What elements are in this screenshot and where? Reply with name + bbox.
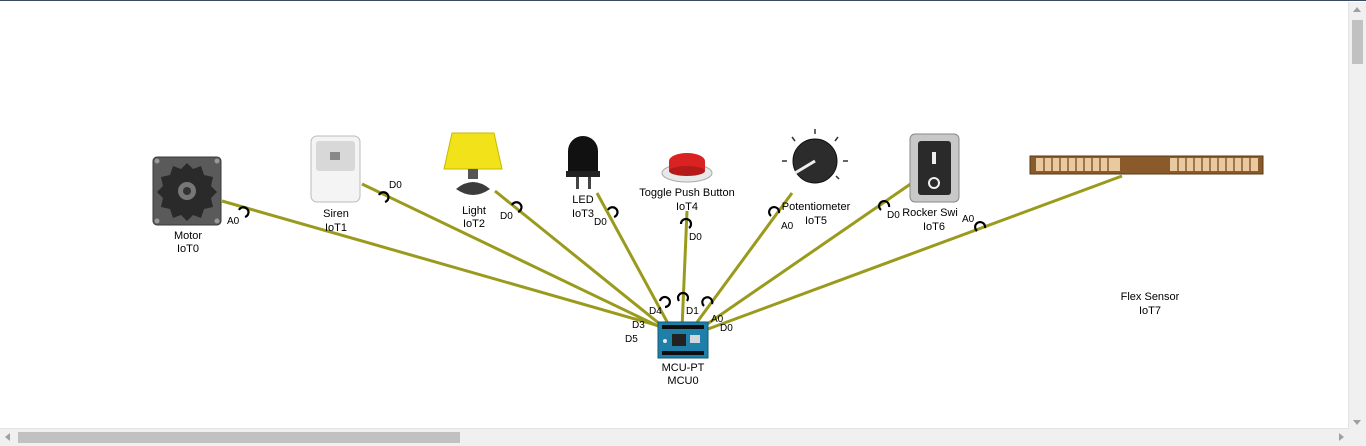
scroll-down-icon[interactable] [1353,420,1361,425]
mcu-port-d5: D5 [625,334,638,345]
light-port-label: D0 [500,211,513,222]
wire-flex[interactable] [707,174,1123,331]
connector-pot[interactable] [768,205,781,217]
mcu-port-a0: A0 [711,314,724,325]
mcu-port-d1: D1 [686,306,699,317]
device-rocker-switch[interactable]: Rocker Swi IoT6 D0 [887,133,960,233]
light-icon [443,132,503,195]
led-port-label: D0 [594,217,607,228]
rocker-id: IoT6 [923,221,945,233]
scroll-left-icon[interactable] [5,433,10,441]
vertical-scrollbar[interactable] [1348,2,1366,430]
wire-siren[interactable] [361,182,663,330]
wire-light[interactable] [494,189,667,331]
wire-led[interactable] [595,192,673,330]
mcu-name: MCU-PT [662,362,705,374]
mcu-port-d0: D0 [720,323,733,334]
siren-icon [310,135,361,203]
vertical-scroll-thumb[interactable] [1352,20,1363,64]
device-mcu[interactable]: MCU-PT MCU0 D4 D3 D5 D1 A0 D0 [625,306,733,387]
connector-light[interactable] [511,201,523,214]
device-motor[interactable]: Motor IoT0 A0 [152,156,240,255]
connector-siren[interactable] [378,191,390,204]
scroll-up-icon[interactable] [1353,7,1361,12]
light-id: IoT2 [463,218,485,230]
button-id: IoT4 [676,201,698,213]
motor-name: Motor [174,230,202,242]
led-name: LED [572,194,593,206]
device-flex-sensor[interactable]: Flex Sensor IoT7 A0 [962,155,1264,317]
connector-mcu-a0[interactable] [701,296,714,307]
push-button-icon [661,153,713,183]
wires [221,174,1123,331]
wire-pot[interactable] [690,192,794,330]
light-name: Light [462,205,486,217]
device-toggle-push-button[interactable]: Toggle Push Button IoT4 D0 [639,153,735,243]
connector-flex[interactable] [974,220,987,232]
mcu-board-icon [657,321,709,359]
wire-button[interactable] [680,210,689,330]
mcu-port-d3: D3 [632,320,645,331]
scroll-right-icon[interactable] [1339,433,1344,441]
scrollbar-corner [1349,429,1366,446]
device-siren[interactable]: Siren IoT1 D0 [310,135,402,234]
rocker-name: Rocker Swi [902,207,958,219]
potentiometer-icon [782,129,848,184]
pot-id: IoT5 [805,215,827,227]
button-port-label: D0 [689,232,702,243]
device-potentiometer[interactable]: Potentiometer IoT5 A0 [781,129,851,232]
button-name: Toggle Push Button [639,187,734,199]
motor-icon [152,156,222,226]
mcu-id: MCU0 [667,375,698,387]
siren-port-label: D0 [389,180,402,191]
device-led[interactable]: LED IoT3 D0 [566,136,607,228]
connectors [238,191,987,309]
pot-port-label: A0 [781,221,794,232]
pot-name: Potentiometer [782,201,851,213]
rocker-switch-icon [909,133,960,203]
motor-port-label: A0 [227,216,240,227]
flex-id: IoT7 [1139,305,1161,317]
flex-name: Flex Sensor [1121,291,1180,303]
flex-port-label: A0 [962,214,975,225]
connector-mcu-d4[interactable] [658,295,671,309]
connector-button[interactable] [679,217,693,229]
wire-motor[interactable] [221,199,657,327]
siren-id: IoT1 [325,222,347,234]
led-id: IoT3 [572,208,594,220]
horizontal-scrollbar[interactable] [0,428,1349,446]
horizontal-scroll-thumb[interactable] [18,432,460,443]
siren-name: Siren [323,208,349,220]
mcu-port-d4: D4 [649,306,662,317]
led-icon [566,136,600,189]
device-light[interactable]: Light IoT2 D0 [443,132,513,230]
flex-sensor-icon [1029,155,1264,175]
connector-motor[interactable] [238,206,250,219]
wire-rocker[interactable] [699,181,913,331]
connector-led[interactable] [607,206,619,219]
connector-mcu-d1[interactable] [676,291,690,302]
rocker-port-label: D0 [887,210,900,221]
connector-rocker[interactable] [878,199,891,211]
motor-id: IoT0 [177,243,199,255]
